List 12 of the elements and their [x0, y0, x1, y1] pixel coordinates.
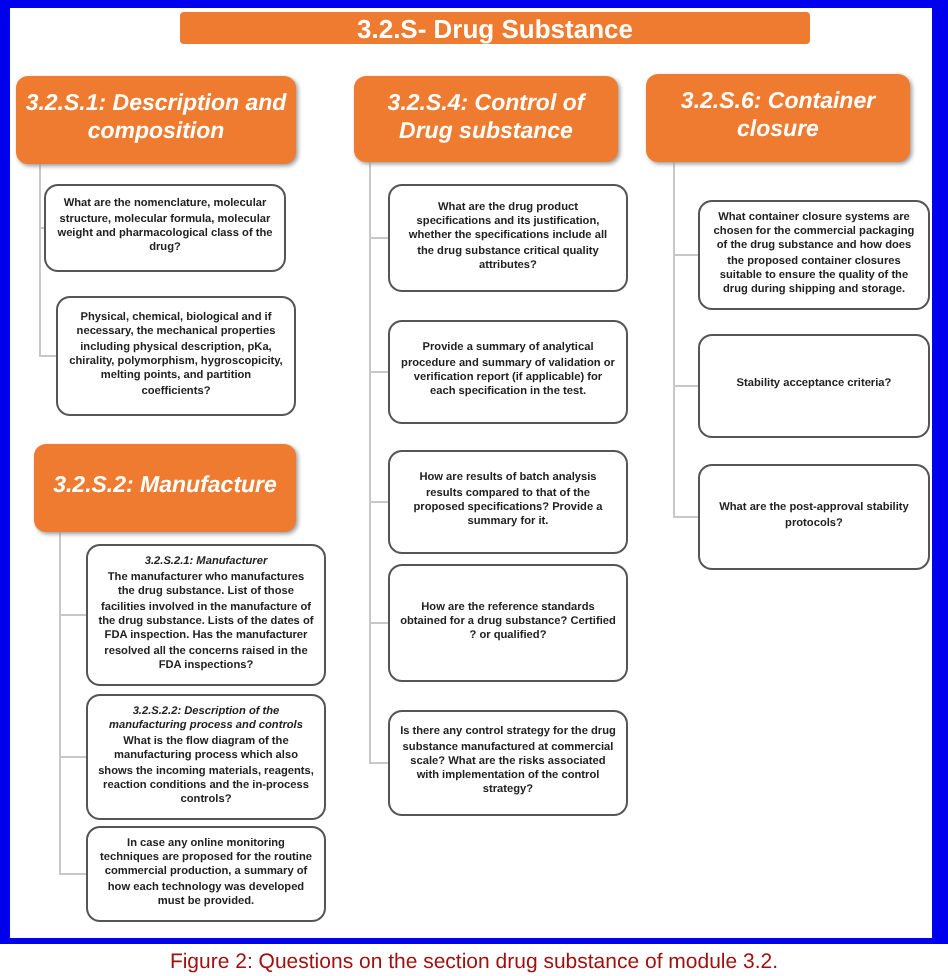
title-banner: 3.2.S- Drug Substance	[180, 12, 810, 44]
connector-line	[59, 531, 87, 875]
question-box	[86, 694, 326, 820]
connector-line	[369, 161, 389, 764]
section-header: 3.2.S.4: Control of Drug substance	[354, 76, 618, 162]
connector-line	[673, 161, 699, 518]
connector-line	[39, 163, 57, 357]
figure-caption: Figure 2: Questions on the section drug substance of module 3.2.	[167, 950, 781, 974]
section-header: 3.2.S.6: Container closure	[646, 74, 910, 162]
question-box	[86, 544, 326, 686]
section-header: 3.2.S.2: Manufacture	[34, 444, 296, 532]
section-header: 3.2.S.1: Description and composition	[16, 76, 296, 164]
